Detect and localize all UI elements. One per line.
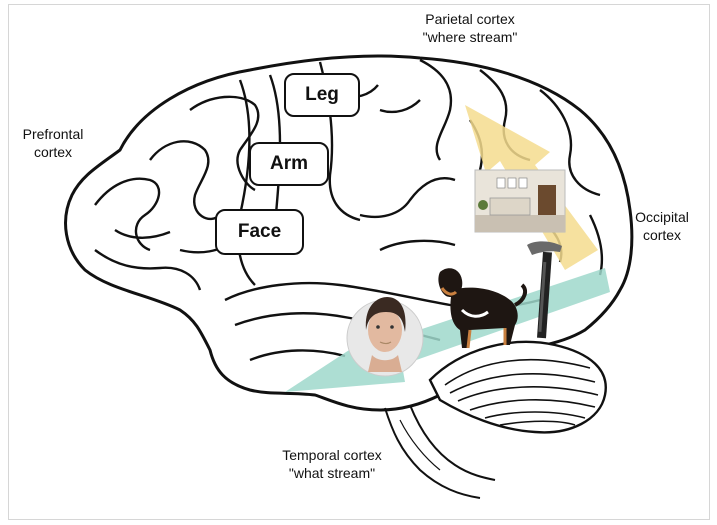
occipital-label: Occipital cortex	[622, 208, 702, 244]
temporal-title: Temporal cortex	[242, 446, 422, 464]
face-box: Face	[215, 209, 304, 255]
temporal-subtitle: "what stream"	[242, 464, 422, 482]
face-label: Face	[238, 221, 281, 243]
temporal-label: Temporal cortex "what stream"	[242, 446, 422, 482]
arm-box: Arm	[249, 142, 329, 186]
arm-label: Arm	[270, 153, 308, 175]
parietal-subtitle: "where stream"	[380, 28, 560, 46]
leg-box: Leg	[284, 73, 360, 117]
room-photo-icon	[475, 170, 565, 232]
prefrontal-label: Prefrontal cortex	[18, 125, 88, 161]
parietal-label: Parietal cortex "where stream"	[380, 10, 560, 46]
parietal-title: Parietal cortex	[380, 10, 560, 28]
leg-label: Leg	[305, 84, 339, 106]
